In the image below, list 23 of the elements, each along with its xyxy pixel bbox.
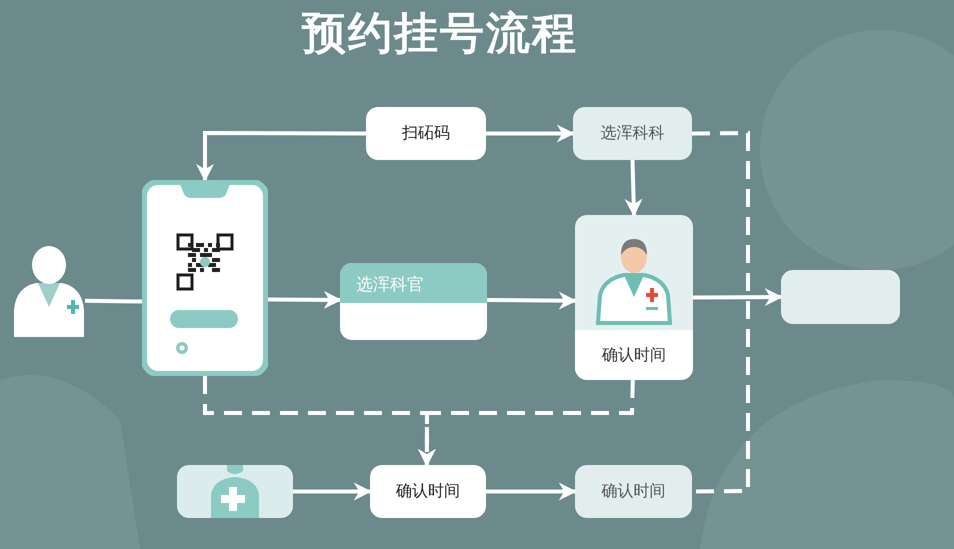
node-label: 选浑科科 [600, 123, 664, 144]
card-title: 选浑科官 [356, 274, 424, 296]
arrow [268, 290, 342, 309]
arrow [486, 292, 577, 310]
node-label: 确认时间 [396, 481, 460, 502]
diagram-title: 预约挂号流程 [300, 7, 579, 61]
arrow [486, 482, 577, 500]
process-box [575, 465, 692, 518]
doctor-card [575, 215, 693, 380]
arrow [624, 160, 643, 217]
dashed-connector [418, 380, 635, 467]
process-box [573, 107, 692, 160]
node-label: 确认时间 [602, 481, 666, 502]
process-box [366, 107, 486, 160]
process-box [370, 465, 486, 518]
node-label: 扫砳码 [402, 123, 450, 144]
arrow [692, 288, 783, 306]
dashed-connector [692, 130, 750, 494]
arrow [196, 131, 366, 182]
department-card [340, 263, 487, 340]
arrow [486, 124, 575, 142]
arrow [293, 482, 372, 500]
node-label: 确认时间 [602, 344, 666, 366]
